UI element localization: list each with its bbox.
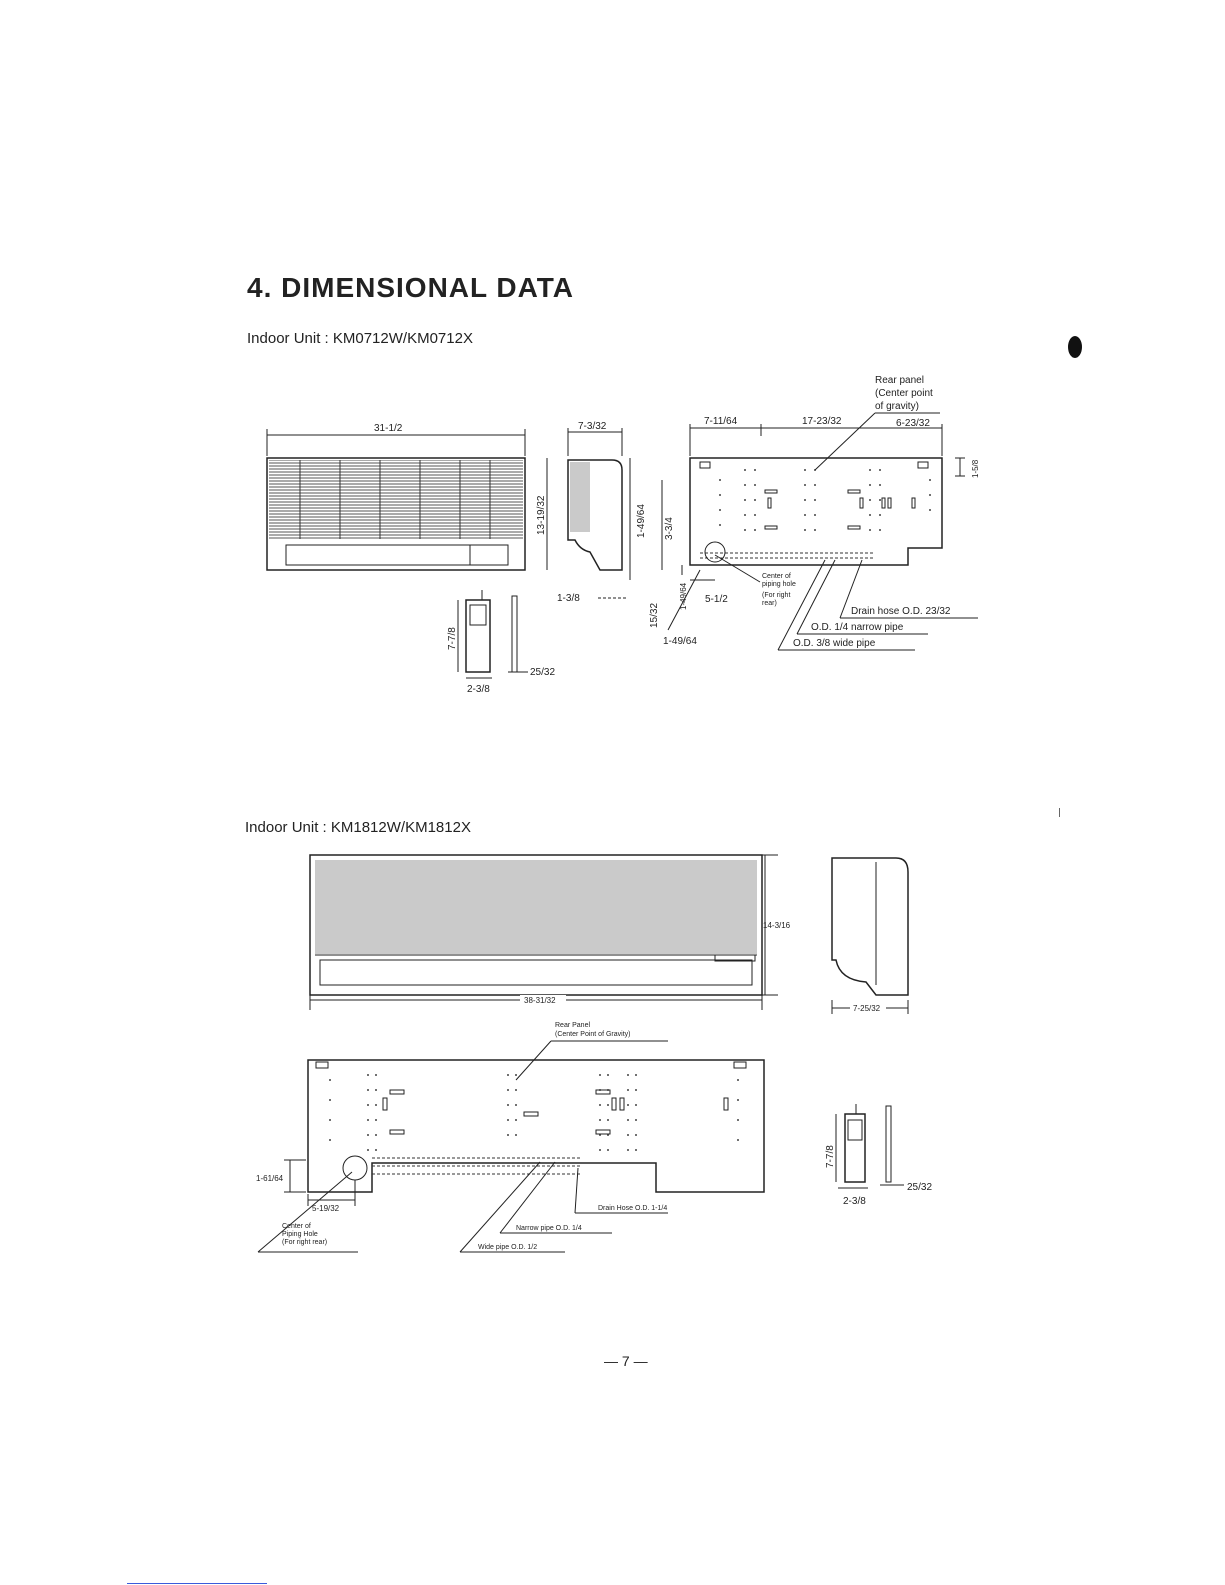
unit-b-side-depth: 7-25/32: [853, 1004, 881, 1013]
unit-b-rear-panel-note-1: Rear Panel: [555, 1022, 590, 1029]
unit-b-rear-view: 1-61/64 5-19/32 Rear Panel (Center Point…: [256, 1022, 765, 1253]
unit-a-drain-hose-note: Drain hose O.D. 23/32: [851, 606, 951, 617]
unit-a-rear-top-3: 6-23/32: [896, 418, 930, 429]
unit-a-piping-note-2: piping hole: [762, 581, 796, 588]
unit-a-side-d2: 3-3/4: [664, 517, 675, 540]
unit-b-remote-width: 2-3/8: [843, 1196, 866, 1207]
unit-a-rear-left-dim-1: 1-49/64: [679, 582, 688, 610]
scan-mark: [1068, 336, 1082, 358]
unit-a-side-view: 7-3/32 13-19/32 1-49/64 3-3/4 1-3/8 15/3…: [536, 421, 675, 628]
unit-b-front-height: 14-3/16: [763, 921, 791, 930]
unit-b-side-view: 7-25/32: [831, 857, 909, 1014]
unit-a-rear-panel-note-1: Rear panel: [875, 375, 924, 386]
unit-a-piping-note-4: rear): [762, 600, 777, 607]
unit-a-front-view: 31-1/2: [266, 423, 526, 571]
page-number: — 7 —: [604, 1353, 648, 1369]
unit-a-piping-note-1: Center of: [762, 573, 791, 580]
unit-b-rear-left-dim: 1-61/64: [256, 1174, 284, 1183]
unit-b-piping-note-2: Piping Hole: [282, 1231, 318, 1238]
unit-b-rear-panel-note-2: (Center Point of Gravity): [555, 1031, 630, 1038]
unit-a-wide-pipe-note: O.D. 3/8 wide pipe: [793, 638, 876, 649]
unit-a-rear-panel-note-2: (Center point: [875, 388, 933, 399]
unit-a-label: Indoor Unit : KM0712W/KM0712X: [247, 330, 473, 347]
unit-a-rear-left-dim-2: 1-49/64: [663, 636, 697, 647]
unit-a-piping-note-3: (For right: [762, 592, 790, 599]
unit-a-rear-view: 7-11/64 17-23/32 6-23/32 1-5/8: [663, 375, 980, 651]
unit-b-label: Indoor Unit : KM1812W/KM1812X: [245, 819, 471, 836]
unit-a-remote-depth: 25/32: [530, 667, 555, 678]
unit-b-piping-note-1: Center of: [282, 1223, 311, 1230]
unit-a-remote-height: 7-7/8: [447, 627, 458, 650]
unit-b-front-width: 38-31/32: [524, 996, 556, 1005]
unit-b-drain-hose-note: Drain Hose O.D. 1-1/4: [598, 1205, 667, 1212]
unit-b-front-view: 14-3/16 38-31/32: [309, 854, 791, 1010]
unit-a-rear-panel-note-3: of gravity): [875, 401, 919, 412]
unit-a-rear-bottom-dim: 5-1/2: [705, 594, 728, 605]
unit-b-remote-control: 7-7/8 2-3/8 25/32: [825, 1104, 932, 1207]
unit-b-rear-bottom-dim: 5-19/32: [312, 1204, 340, 1213]
page-title: 4. DIMENSIONAL DATA: [247, 272, 575, 303]
unit-a-narrow-pipe-note: O.D. 1/4 narrow pipe: [811, 622, 904, 633]
unit-a-front-width: 31-1/2: [374, 423, 403, 434]
unit-a-rear-top-2: 17-23/32: [802, 416, 842, 427]
bottom-rule: [127, 1583, 267, 1584]
unit-b-narrow-pipe-note: Narrow pipe O.D. 1/4: [516, 1225, 582, 1232]
unit-b-remote-depth: 25/32: [907, 1182, 932, 1193]
unit-a-front-height: 13-19/32: [536, 495, 547, 535]
unit-a-rear-right-dim: 1-5/8: [971, 459, 980, 478]
unit-a-side-d1: 1-49/64: [636, 504, 647, 538]
unit-a-rear-top-1: 7-11/64: [704, 416, 738, 427]
unit-a-side-d3: 1-3/8: [557, 593, 580, 604]
unit-b-piping-note-3: (For right rear): [282, 1239, 327, 1246]
unit-a-remote-control: 7-7/8 2-3/8 25/32: [447, 590, 555, 695]
scan-tick: [1059, 808, 1060, 817]
unit-a-remote-width: 2-3/8: [467, 684, 490, 695]
unit-a-side-d4: 15/32: [649, 603, 660, 628]
unit-b-remote-height: 7-7/8: [825, 1145, 836, 1168]
unit-a-side-depth: 7-3/32: [578, 421, 607, 432]
unit-b-wide-pipe-note: Wide pipe O.D. 1/2: [478, 1244, 537, 1251]
